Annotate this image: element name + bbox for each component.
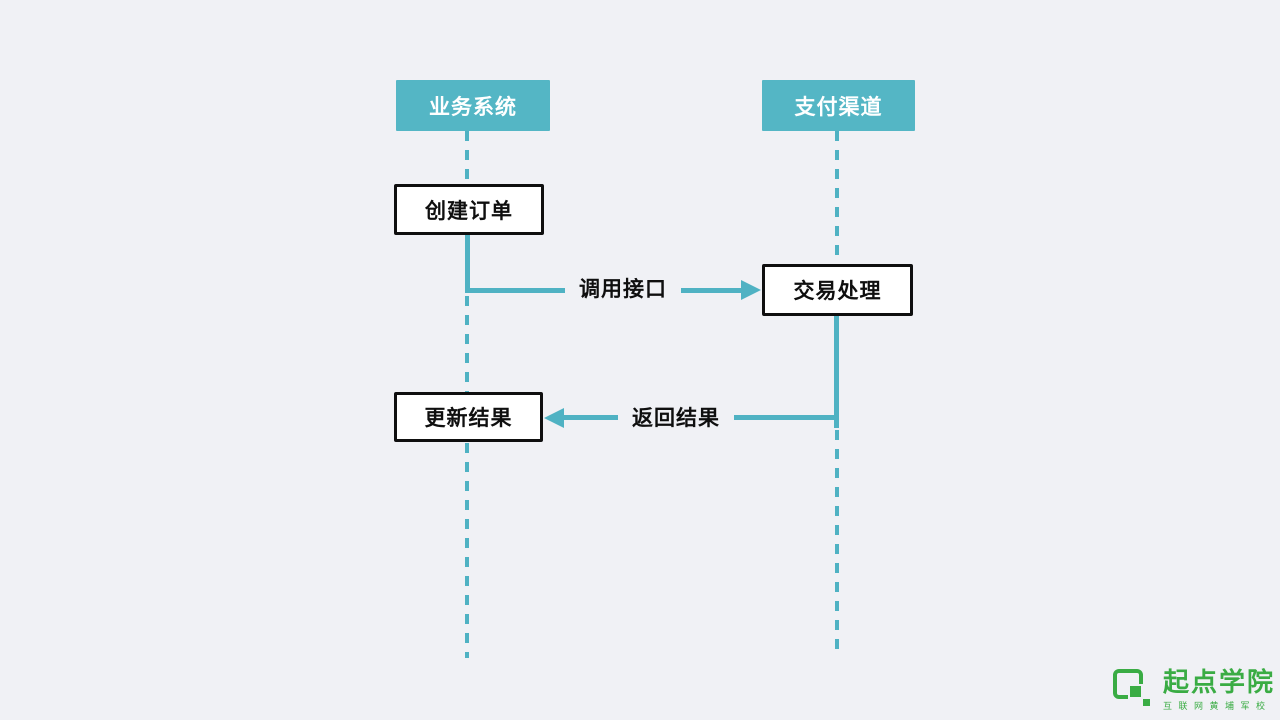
step-create-order: 创建订单 — [394, 184, 544, 235]
step-update-result: 更新结果 — [394, 392, 543, 442]
lifeline-business-segment — [465, 131, 469, 184]
step-transaction-processing: 交易处理 — [762, 264, 913, 316]
message-label-return-result: 返回结果 — [618, 406, 734, 432]
message-label-call-api: 调用接口 — [565, 277, 681, 303]
qidian-logo-icon — [1112, 668, 1152, 713]
logo-name: 起点学院 — [1163, 667, 1276, 697]
lifeline-business-segment — [465, 296, 469, 392]
logo-text-block: 起点学院 互联网黄埔军校 — [1163, 668, 1275, 712]
arrowhead-left-icon — [544, 408, 564, 428]
arrowhead-right-icon — [741, 280, 761, 300]
actor-payment-channel: 支付渠道 — [762, 80, 915, 131]
lifeline-business-segment — [465, 443, 469, 658]
actor-business-system: 业务系统 — [396, 80, 550, 131]
lifeline-payment-segment — [835, 131, 839, 264]
connector-vertical-transaction — [834, 316, 839, 428]
lifeline-payment-segment — [835, 430, 839, 658]
logo-tagline: 互联网黄埔军校 — [1163, 701, 1272, 711]
connector-vertical-create-order — [465, 235, 470, 293]
qidian-college-logo: 起点学院 互联网黄埔军校 — [1112, 668, 1275, 713]
